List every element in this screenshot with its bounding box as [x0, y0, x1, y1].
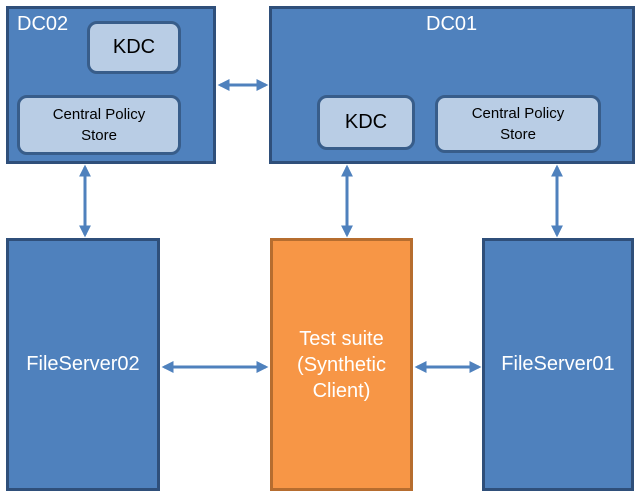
dc01-title: DC01 — [426, 13, 478, 35]
dc01-kdc-box: KDC — [317, 95, 415, 150]
dc02-box: DC02 KDC Central Policy Store — [6, 6, 216, 164]
fileserver01-box: FileServer01 — [482, 238, 634, 491]
dc01-central-policy-store-box: Central Policy Store — [435, 95, 601, 153]
test-suite-box: Test suite (Synthetic Client) — [270, 238, 413, 491]
dc02-title: DC02 — [17, 13, 69, 35]
fileserver02-box: FileServer02 — [6, 238, 160, 491]
dc01-box: DC01 KDC Central Policy Store — [269, 6, 635, 164]
dc02-kdc-box: KDC — [87, 21, 181, 74]
dc02-central-policy-store-box: Central Policy Store — [17, 95, 181, 155]
